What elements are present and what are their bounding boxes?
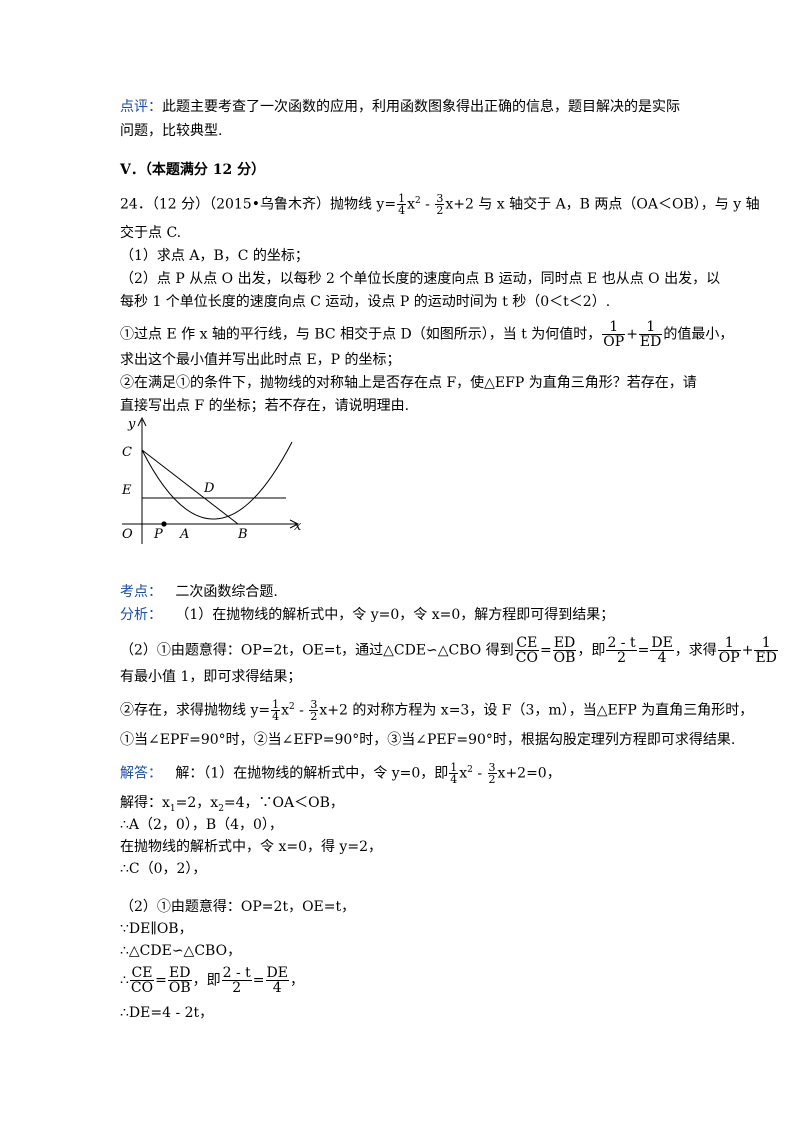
comment-line-1: 点评：此题主要考查了一次函数的应用，利用函数图象得出正确的信息，题目解决的是实际: [120, 98, 680, 116]
label-o: O: [122, 527, 133, 542]
section-title: V．（本题满分 12 分）: [120, 162, 266, 178]
line-cb: [141, 449, 239, 525]
jieda-line-5: ∴C（0，2），: [120, 861, 207, 877]
jieda-line-3: ∴A（2，0），B（4，0），: [120, 817, 283, 833]
jieda-line-7: ∵DE∥OB，: [120, 921, 193, 937]
label-x: x: [294, 519, 302, 534]
problem-line-2: 交于点 C.: [120, 225, 182, 241]
label-p: P: [153, 527, 163, 542]
comment-text-2: 问题，比较典型.: [120, 123, 223, 139]
label-b: B: [237, 527, 248, 542]
label-y: y: [127, 417, 136, 432]
jieda-line-10: ∴DE=4 - 2t，: [120, 1005, 214, 1021]
point-p: [161, 521, 167, 527]
parabola-curve: [141, 441, 293, 520]
parabola-figure: y x C E D O P A B: [121, 416, 302, 544]
jieda-line-8: ∴△CDE∽△CBO，: [120, 943, 242, 959]
comment-label: 点评：: [120, 99, 162, 115]
problem-line-4: （2）点 P 从点 O 出发，以每秒 2 个单位长度的速度向点 B 运动，同时点…: [120, 271, 721, 287]
fenxi-label: 分析：: [120, 607, 162, 623]
kaodian-text: 二次函数综合题.: [175, 584, 278, 600]
problem-line-8: ②在满足①的条件下，抛物线的对称轴上是否存在点 F，使△EFP 为直角三角形？若…: [120, 375, 697, 391]
problem-line-9: 直接写出点 F 的坐标；若不存在，请说明理由.: [120, 398, 410, 414]
comment-line-2: 问题，比较典型.: [120, 122, 222, 140]
jieda-line-4: 在抛物线的解析式中，令 x=0，得 y=2，: [120, 839, 382, 855]
jieda-label: 解答：: [120, 765, 162, 782]
label-e: E: [121, 483, 132, 498]
fenxi-line-3: 有最小值 1，即可求得结果；: [120, 669, 302, 685]
problem-line-6: ①过点 E 作 x 轴的平行线，与 BC 相交于点 D（如图所示），当 t 为何…: [120, 319, 734, 350]
jieda-line-6: （2）①由题意得：OP=2t，OE=t，: [120, 899, 356, 915]
comment-text: 此题主要考查了一次函数的应用，利用函数图象得出正确的信息，题目解决的是实际: [162, 99, 680, 115]
kaodian-label: 考点：: [120, 584, 162, 600]
problem-line-7: 求出这个最小值并写出此时点 E，P 的坐标；: [120, 352, 401, 368]
problem-line-5: 每秒 1 个单位长度的速度向点 C 运动，设点 P 的运动时间为 t 秒（0＜t…: [120, 294, 611, 310]
problem-text: 24．（12 分）（2015•乌鲁木齐）抛物线 y=: [120, 196, 397, 213]
x-axis-arrow: [289, 519, 300, 529]
kaodian-line: 考点： 二次函数综合题.: [120, 583, 278, 601]
y-axis-arrow: [137, 416, 147, 427]
problem-line-3: （1）求点 A，B，C 的坐标；: [120, 248, 309, 264]
label-a: A: [179, 527, 189, 542]
label-d: D: [203, 481, 215, 496]
label-c: C: [122, 445, 132, 460]
fenxi-line-1: 分析： （1）在抛物线的解析式中，令 y=0，令 x=0，解方程即可得到结果；: [120, 607, 615, 623]
fenxi-line-5: ①当∠EPF=90°时，②当∠EFP=90°时，③当∠PEF=90°时，根据勾股…: [120, 732, 736, 748]
jieda-line-2: 解得：x1=2，x2=4，∵OA＜OB，: [120, 795, 344, 814]
